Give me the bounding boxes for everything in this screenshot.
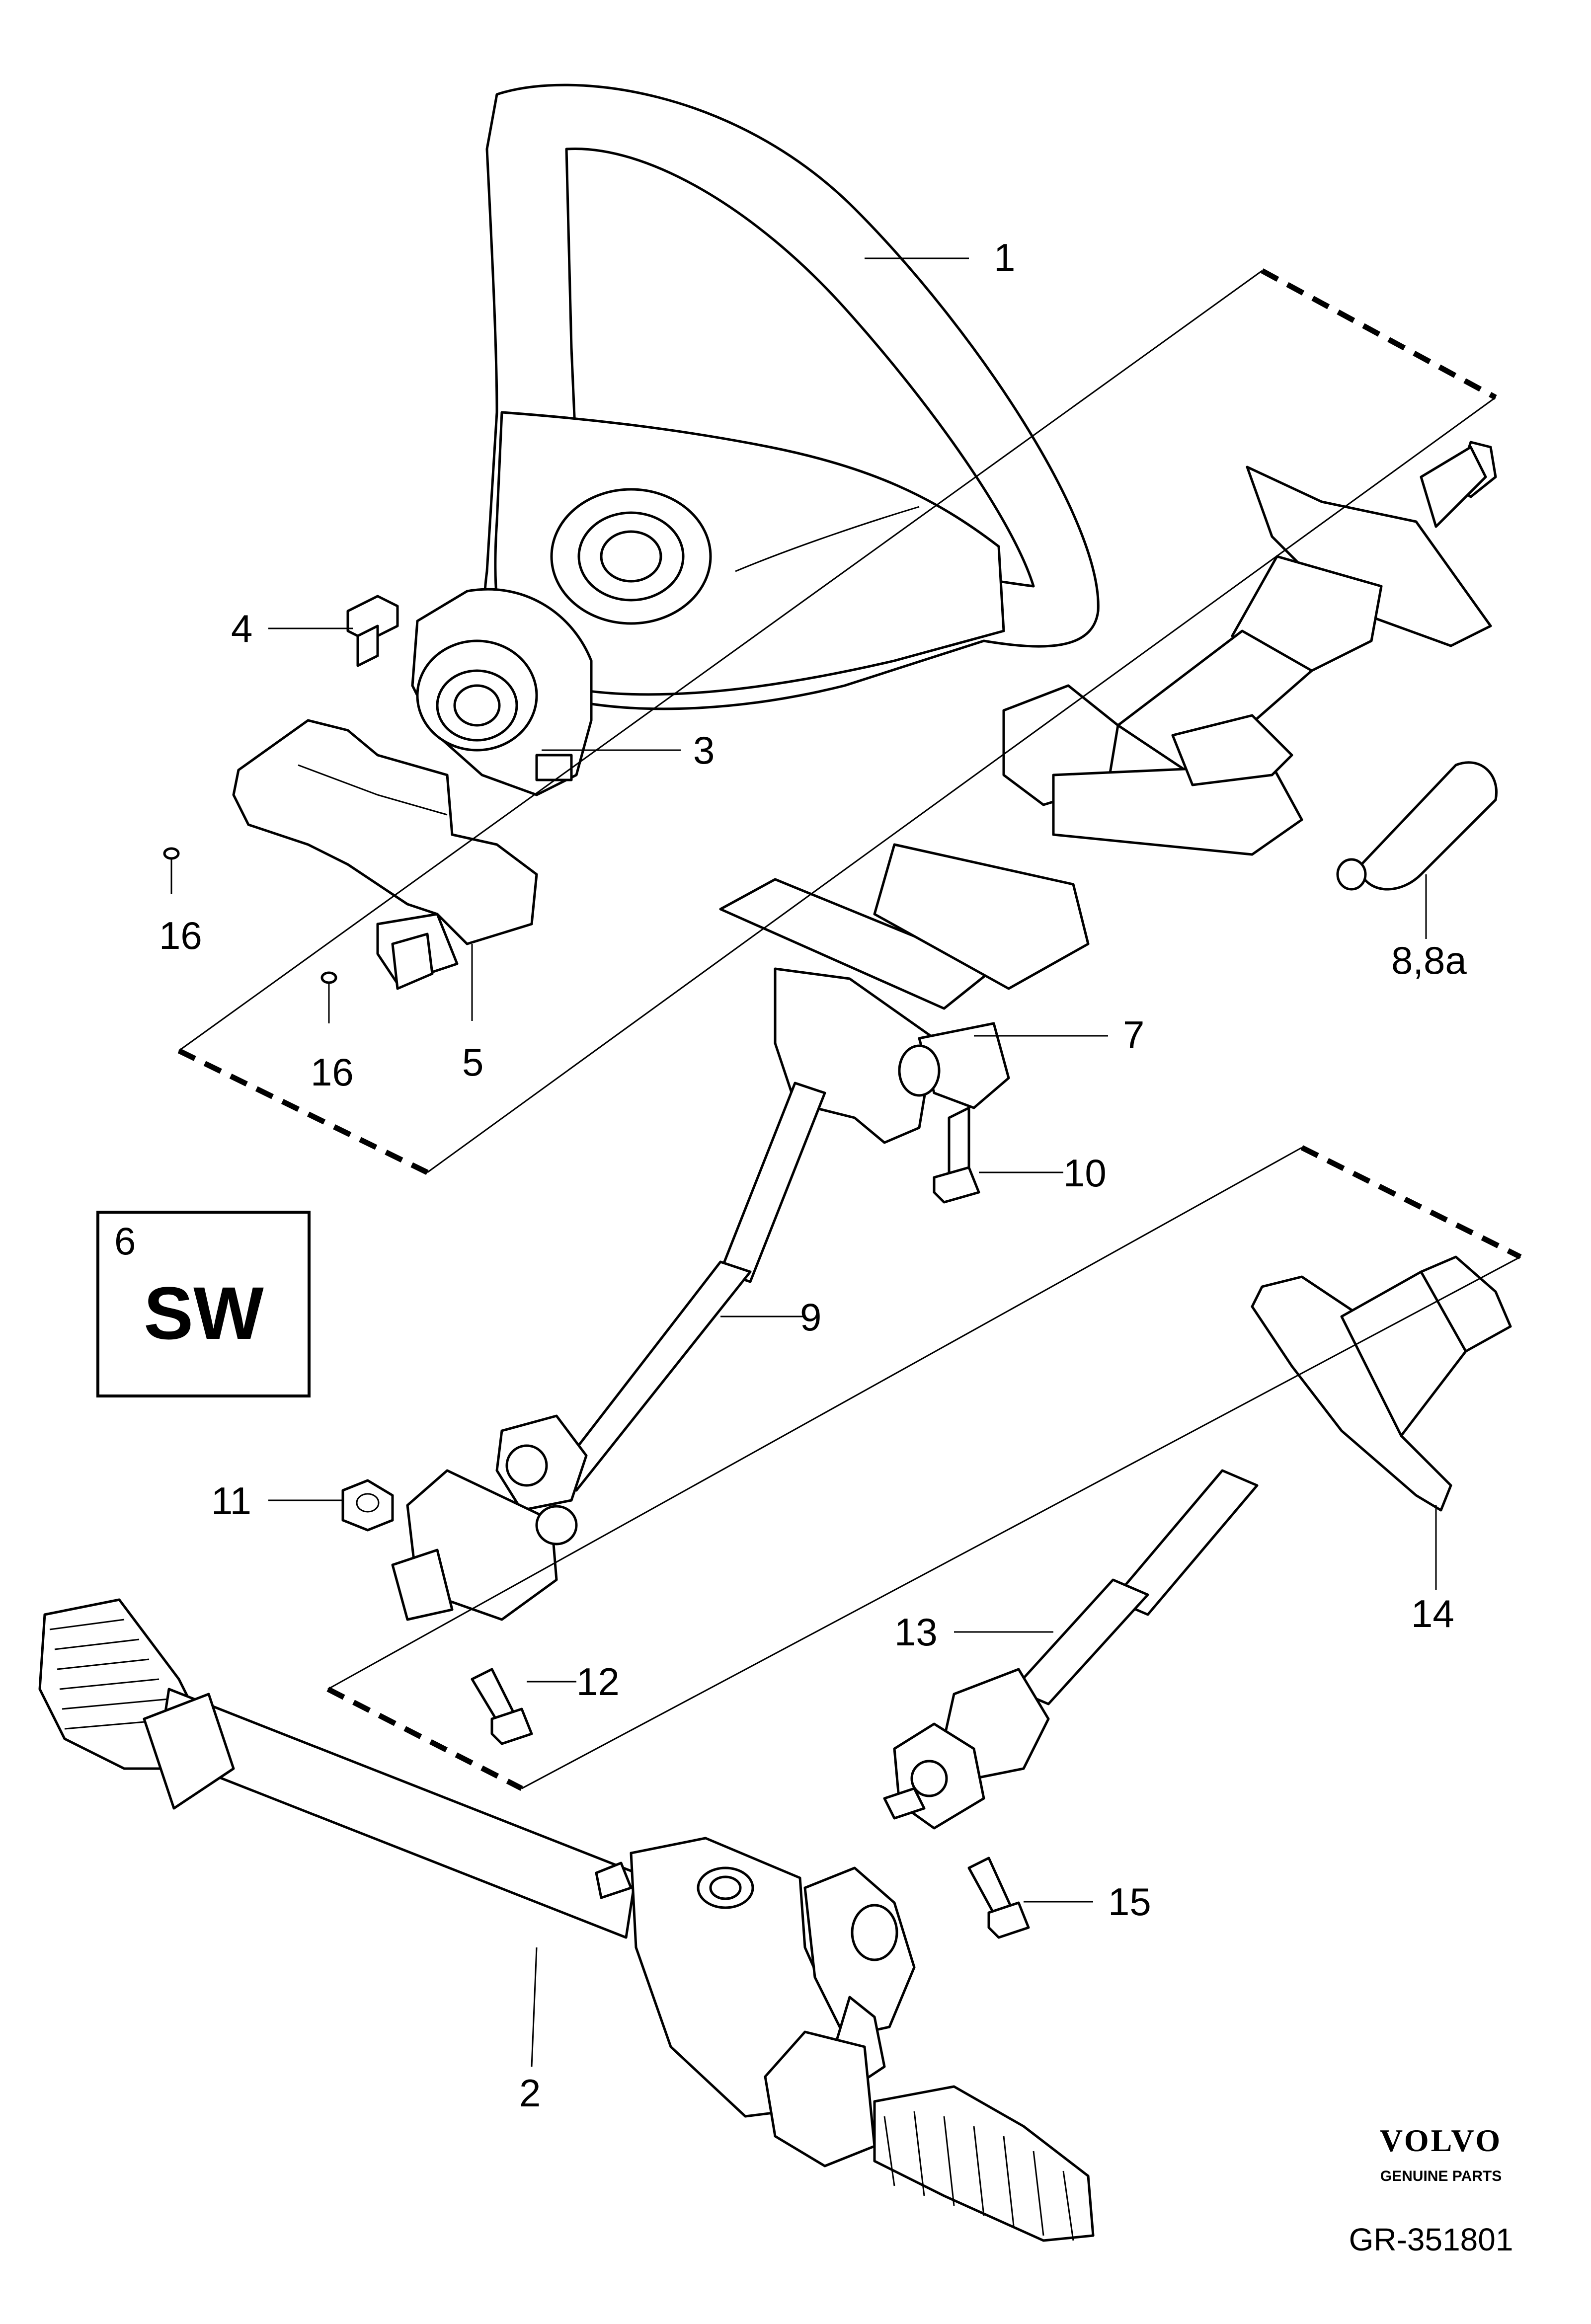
dust-boot bbox=[1251, 1255, 1512, 1512]
steering-wheel bbox=[483, 83, 1100, 710]
leader-lines bbox=[170, 257, 1437, 2067]
label-6: 6 bbox=[114, 1219, 136, 1263]
washer-16a bbox=[163, 847, 180, 860]
adjustment-lever bbox=[1336, 761, 1498, 891]
label-3: 3 bbox=[693, 728, 715, 772]
lower-shaft bbox=[893, 1469, 1259, 1830]
bolt-12 bbox=[471, 1668, 533, 1745]
label-8-8a: 8,8a bbox=[1391, 938, 1467, 982]
diagram-code: GR-351801 bbox=[1349, 2222, 1513, 2257]
sw-text: SW bbox=[144, 1271, 264, 1355]
label-12: 12 bbox=[576, 1660, 620, 1704]
label-9: 9 bbox=[800, 1295, 821, 1339]
label-2: 2 bbox=[519, 2071, 541, 2115]
label-16b: 16 bbox=[311, 1050, 354, 1094]
label-4: 4 bbox=[231, 607, 252, 650]
bolt-15 bbox=[967, 1857, 1030, 1939]
label-1: 1 bbox=[994, 235, 1015, 279]
sw-box: 6 SW bbox=[96, 1211, 311, 1397]
washer-16b bbox=[320, 971, 337, 984]
label-10: 10 bbox=[1063, 1151, 1107, 1195]
label-7: 7 bbox=[1123, 1013, 1144, 1057]
bolt-4 bbox=[346, 595, 399, 667]
intermediate-shaft bbox=[391, 1082, 826, 1621]
label-11: 11 bbox=[211, 1479, 251, 1523]
label-16a: 16 bbox=[159, 914, 202, 957]
column-switch bbox=[232, 719, 538, 990]
bolt-10 bbox=[933, 1106, 980, 1204]
label-14: 14 bbox=[1411, 1592, 1454, 1635]
label-13: 13 bbox=[894, 1610, 938, 1654]
genuine-parts-text: GENUINE PARTS bbox=[1380, 2168, 1502, 2184]
steering-rack bbox=[38, 1598, 1095, 2242]
clock-spring bbox=[411, 588, 593, 796]
label-15: 15 bbox=[1108, 1880, 1151, 1924]
nut-11 bbox=[341, 1479, 394, 1532]
group-outline-upper bbox=[177, 268, 1497, 1175]
group-outline-lower bbox=[326, 1145, 1522, 1791]
volvo-logo: VOLVO bbox=[1380, 2123, 1502, 2158]
label-5: 5 bbox=[462, 1040, 483, 1084]
